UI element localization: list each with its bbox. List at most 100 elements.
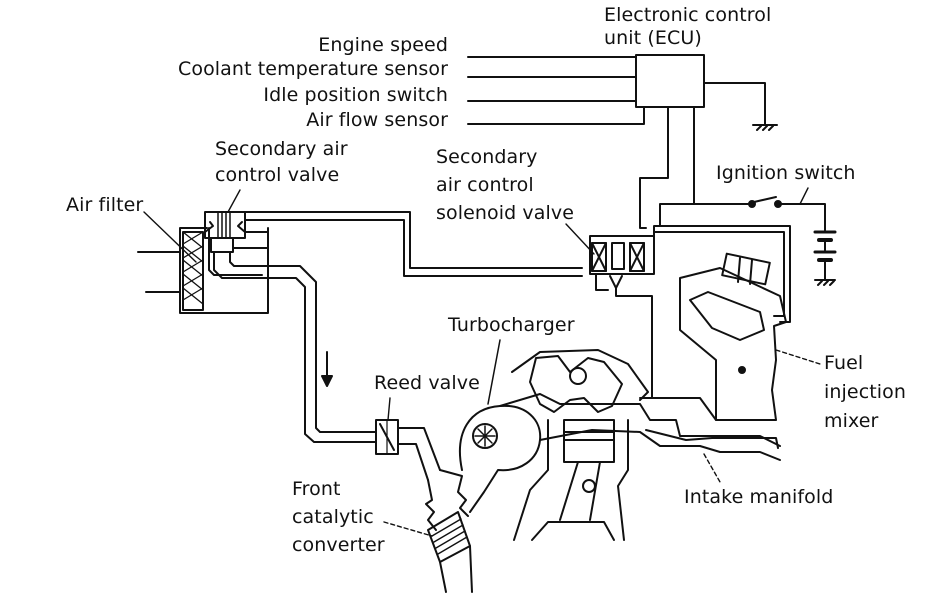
solenoid-valve-seat [610,276,622,288]
engine-head-outline [512,350,648,400]
engine-block-left-wall [514,420,548,540]
fuel-mixer-leader [776,350,820,364]
engine-speed-label: Engine speed [318,34,448,56]
catalytic-converter-body [427,511,471,563]
exhaust-pipe [384,470,472,592]
reed-valve-leader [388,398,390,420]
label-leaders [144,188,808,420]
solenoid-valve-coil-left [592,243,606,271]
intake-manifold-top [640,398,716,420]
reed-to-exhaust-pipe-top [398,428,440,470]
intake-manifold-label: Intake manifold [684,486,834,508]
catalytic-label-line1: Front [292,478,341,500]
battery-icon [815,232,835,280]
catalytic-label-line2: catalytic [292,506,374,528]
engine-crankcase [532,522,614,540]
turbocharger-leader [488,340,500,404]
air-flow-sensor-label: Air flow sensor [306,109,448,131]
secondary-air-control-valve [205,212,245,252]
ignition-switch-leader [800,188,808,204]
ecu-to-solenoid-wire-b [660,107,694,226]
ecu-label-line2: unit (ECU) [604,27,702,49]
mixer-throat [690,292,764,340]
ignition-switch-label: Ignition switch [716,162,856,184]
engine-block [512,350,648,540]
idle-switch-label: Idle position switch [263,84,448,106]
reed-valve [376,420,440,480]
solenoid-valve-coil-right [630,243,644,271]
reed-valve-label: Reed valve [374,372,480,394]
fuel-mixer-label-line1: Fuel [824,352,864,374]
ecu-to-solenoid-wire-a [640,107,668,228]
reed-to-exhaust-pipe-bottom [398,444,428,480]
secondary-air-pipe [214,232,376,442]
solenoid-to-mixer-hose-inner [654,232,784,316]
engine-wrist-pin [583,480,595,492]
intake-manifold-runner [646,430,778,448]
ecu-ground-icon [753,125,777,130]
air-filter-outlet-wall [209,228,262,275]
catalytic-label-line3: converter [292,534,385,556]
catalytic-leader [384,522,432,536]
solenoid-label-line1: Secondary [436,146,538,168]
solenoid-valve-body [590,236,654,274]
ignition-to-battery-wire [781,204,825,230]
ignition-circuit [694,197,835,285]
sec-air-valve-arrow-out [238,222,245,232]
solenoid-leader [566,224,594,254]
fuel-mixer-label-line2: injection [824,381,907,403]
mixer-body-outline [680,268,786,420]
air-filter-housing [180,228,268,313]
sec-air-valve-arrow-in [205,222,213,232]
engine-connecting-rod-right [590,462,600,520]
turbo-to-manifold-upper [500,394,780,446]
turbo-housing [460,406,540,512]
sec-air-valve-diaphragm [218,212,230,238]
turbocharger-label: Turbocharger [448,314,575,336]
sec-air-valve-leader [228,190,240,212]
sec-air-pipe-return [233,232,268,248]
sec-air-valve-label-line2: control valve [215,164,340,186]
control-air-line-outer [245,212,582,268]
sec-air-pipe-outer [214,252,376,442]
engine-block-right-wall [618,420,628,540]
mixer-throttle-pivot [739,367,745,373]
exhaust-pipe-right-wall [440,470,468,516]
ecu-label-line1: Electronic control [604,4,772,26]
intake-manifold [640,398,778,482]
air-flow-sensor-wire [468,107,644,124]
air-flow-arrow-head [321,375,333,387]
solenoid-valve-plunger [612,243,624,269]
control-air-line [245,212,582,276]
solenoid-vacuum-line [616,288,652,398]
air-filter-leader [144,212,196,262]
turbo-wheel [473,424,497,448]
sec-air-pipe-inner [230,252,376,432]
air-filter-element-hatch [183,232,203,304]
catalytic-outlet-left [440,562,446,592]
air-filter-element [183,232,203,310]
fuel-mixer-label-line3: mixer [824,410,879,432]
engine-camshaft [570,368,586,384]
exhaust-pipe-left-wall [426,480,436,530]
fuel-injection-mixer [680,254,820,420]
ecu-ground-wire [704,83,765,125]
solenoid-vent-line [596,274,608,290]
turbo-to-manifold-lower [540,430,780,460]
ecu-box [636,55,704,107]
sec-air-valve-port [211,238,233,252]
mixer-injector-top [722,254,770,285]
front-catalytic-converter [427,511,472,592]
catalytic-outlet-right [470,546,472,592]
ecu-unit [468,55,777,228]
sec-air-valve-label-line1: Secondary air [215,138,348,160]
air-filter-label: Air filter [66,194,144,216]
solenoid-label-line2: air control [436,174,534,196]
coolant-sensor-label: Coolant temperature sensor [177,58,448,80]
engine-connecting-rod-left [560,462,578,520]
turbocharger [460,340,780,512]
control-air-line-inner [245,220,582,276]
battery-ground-icon [815,280,835,285]
intake-manifold-leader [704,454,720,482]
